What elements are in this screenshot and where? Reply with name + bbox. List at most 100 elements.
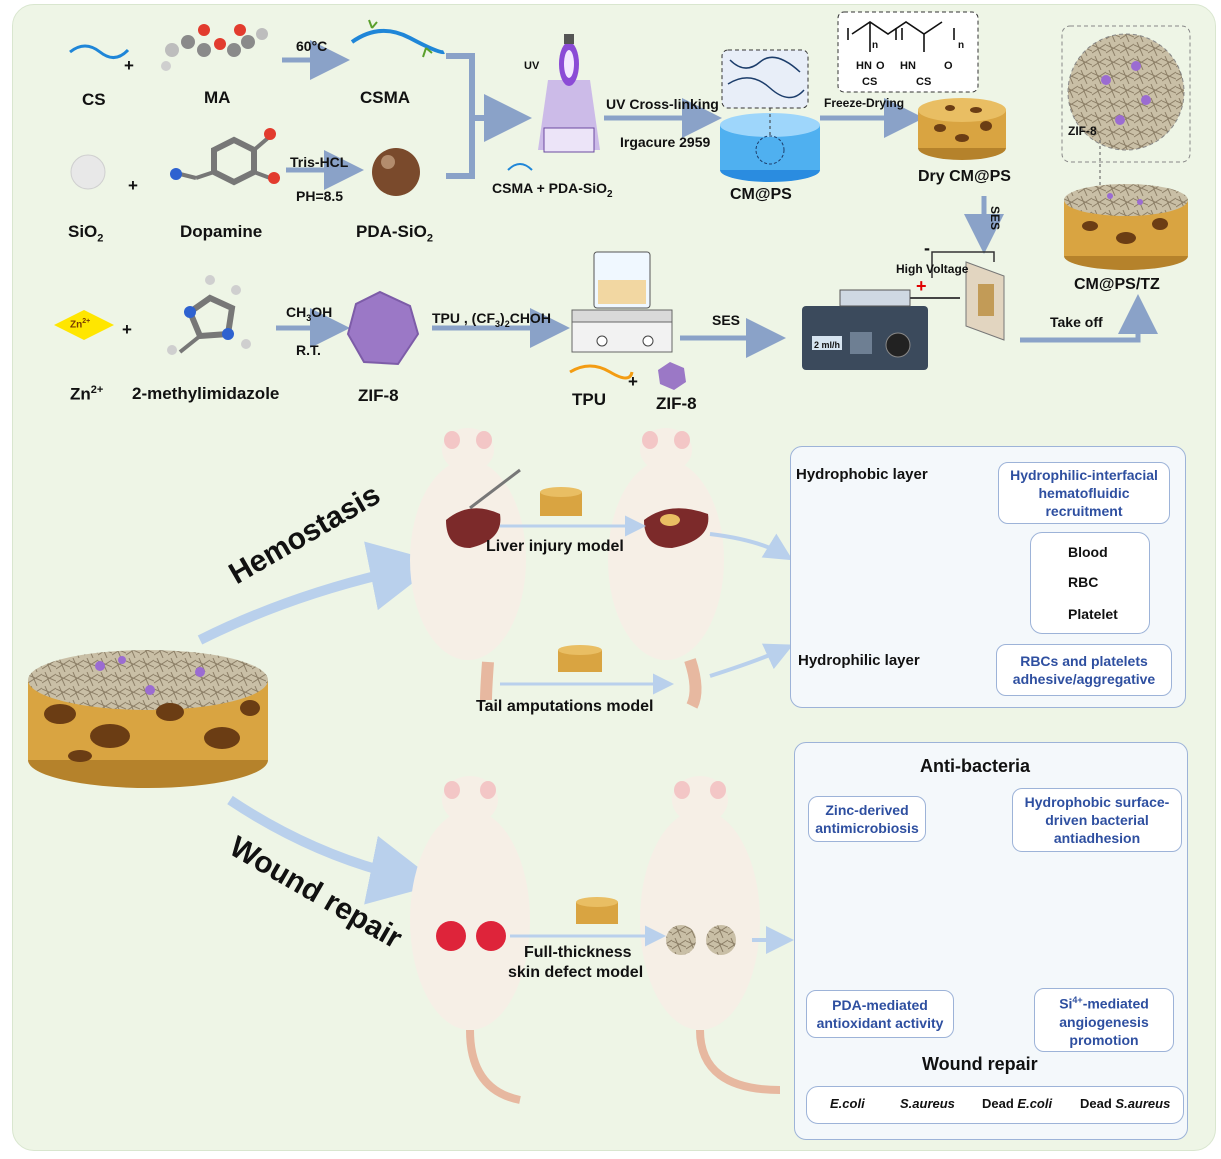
label-polymer-o2: O <box>944 60 953 72</box>
legend-platelet: Platelet <box>1068 606 1118 622</box>
label-freeze: Freeze-Drying <box>824 96 905 110</box>
label-skin-model-2: skin defect model <box>508 964 644 981</box>
label-dopamine: Dopamine <box>180 222 263 241</box>
arrow-hemostasis <box>197 541 440 645</box>
label-ses-vertical: SES <box>988 206 1002 231</box>
note-hydrophobic-surface: Hydrophobic surface-driven bacterial ant… <box>1012 788 1182 852</box>
zif8-small <box>658 362 686 390</box>
cs-chain <box>69 44 130 59</box>
polymer-structure <box>837 11 979 93</box>
csma-chain <box>350 19 445 58</box>
legend-saureus: S.aureus <box>900 1096 955 1111</box>
mouse-wound-after <box>640 776 781 1094</box>
label-uv-crosslink: UV Cross-linking <box>606 96 719 112</box>
small-scaffold-wound <box>576 897 618 924</box>
note-pda: PDA-mediated antioxidant activity <box>806 990 954 1038</box>
small-scaffold-liver <box>540 487 582 516</box>
label-zif8-b: ZIF-8 <box>656 394 697 413</box>
label-hydrophobic-layer: Hydrophobic layer <box>796 466 928 483</box>
legend-ecoli: E.coli <box>830 1096 865 1111</box>
tpu-chain <box>569 364 634 380</box>
label-plus-cs: + <box>124 56 134 75</box>
label-tail-model: Tail amputations model <box>476 698 654 715</box>
merge-arrow <box>446 53 520 179</box>
legend-dead-ecoli: Dead E.coli <box>982 1096 1053 1111</box>
label-csma: CSMA <box>360 88 411 107</box>
methylimidazole-molecule <box>167 275 251 355</box>
cmps-hydrogel <box>720 49 820 182</box>
label-zn-diamond: Zn2+ <box>70 318 91 331</box>
label-high-voltage: High Voltage <box>896 262 969 276</box>
pda-sio2-sphere <box>372 148 420 196</box>
zif8-crystal <box>346 290 420 366</box>
label-cmps: CM@PS <box>730 186 792 203</box>
legend-box <box>1030 532 1150 634</box>
cmps-tz-scaffold <box>1061 25 1191 270</box>
label-liver-model: Liver injury model <box>486 538 624 555</box>
syringe-pump <box>802 289 960 370</box>
label-polymer-cs2: CS <box>916 76 932 88</box>
arrow-take-off <box>1020 294 1158 343</box>
label-rt: R.T. <box>296 342 321 358</box>
label-tris: Tris-HCL <box>290 154 349 170</box>
dopamine-molecule <box>170 128 280 186</box>
mouse-liver-after <box>608 428 724 709</box>
label-mix: CSMA + PDA-SiO2 <box>492 180 613 200</box>
label-tpu-solvent: TPU , (CF3)2CHOH <box>432 310 551 329</box>
label-ma: MA <box>204 88 231 107</box>
label-zif-top: ZIF-8 <box>1068 124 1097 138</box>
note-zinc: Zinc-derived antimicrobiosis <box>808 796 926 842</box>
label-skin-model-1: Full-thickness <box>524 944 632 961</box>
label-plus-zn: + <box>122 320 132 339</box>
label-rate: 2 ml/h <box>814 340 841 350</box>
legend-dead-saureus: Dead S.aureus <box>1080 1096 1171 1111</box>
bacteria-legend-box <box>806 1086 1184 1124</box>
note-si: Si4+-mediated angiogenesis promotion <box>1034 988 1174 1052</box>
note-adhesive: RBCs and platelets adhesive/aggregative <box>996 644 1172 696</box>
mouse-liver-before <box>410 428 526 660</box>
arrow-wound-repair <box>227 795 440 905</box>
sio2-sphere <box>70 154 106 190</box>
label-polymer-cs1: CS <box>862 76 878 88</box>
label-uv: UV <box>524 60 540 72</box>
label-anti-bacteria: Anti-bacteria <box>920 756 1031 776</box>
label-sio2: SiO2 <box>68 222 104 245</box>
label-ch3oh: CH3OH <box>286 304 333 323</box>
label-dry-cmps: Dry CM@PS <box>918 168 1011 185</box>
label-polymer-n2: n <box>958 40 965 51</box>
zn-diamond <box>54 310 114 340</box>
note-interfacial: Hydrophilic-interfacial hematofluidic re… <box>998 462 1170 524</box>
label-zif8: ZIF-8 <box>358 386 399 405</box>
label-polymer-o1: O <box>876 60 885 72</box>
label-pda-sio2: PDA-SiO2 <box>356 222 433 245</box>
label-polymer-hn1: HN <box>856 60 872 72</box>
label-methylimidazole: 2-methylimidazole <box>132 384 280 403</box>
high-voltage-collector <box>931 251 1005 341</box>
label-minus: - <box>924 238 930 258</box>
label-plus-sio2: + <box>128 176 138 195</box>
label-tpu: TPU <box>572 390 606 409</box>
label-take-off: Take off <box>1050 314 1103 330</box>
label-ses: SES <box>712 312 741 328</box>
mix-csma-chain <box>507 163 533 171</box>
label-irgacure: Irgacure 2959 <box>620 134 711 150</box>
small-scaffold-tail <box>558 645 602 672</box>
legend-rbc: RBC <box>1068 574 1099 590</box>
label-polymer-n1: n <box>872 40 879 51</box>
uv-lamp <box>538 34 600 153</box>
label-temp: 60°C <box>296 38 328 54</box>
main-scaffold <box>28 650 268 788</box>
mouse-tail-cut <box>480 661 494 701</box>
label-polymer-hn2: HN <box>900 60 916 72</box>
mouse-wound-before <box>410 776 530 1104</box>
label-hydrophilic-layer: Hydrophilic layer <box>798 652 920 669</box>
label-ph: PH=8.5 <box>296 188 344 204</box>
legend-blood: Blood <box>1068 544 1108 560</box>
dry-cmps-scaffold <box>918 98 1006 160</box>
label-cs: CS <box>82 90 106 109</box>
label-cmps-tz: CM@PS/TZ <box>1074 276 1160 293</box>
magnetic-stirrer <box>571 251 673 353</box>
label-wound-repair-panel: Wound repair <box>922 1054 1038 1074</box>
label-plus-tpu: + <box>628 372 638 391</box>
